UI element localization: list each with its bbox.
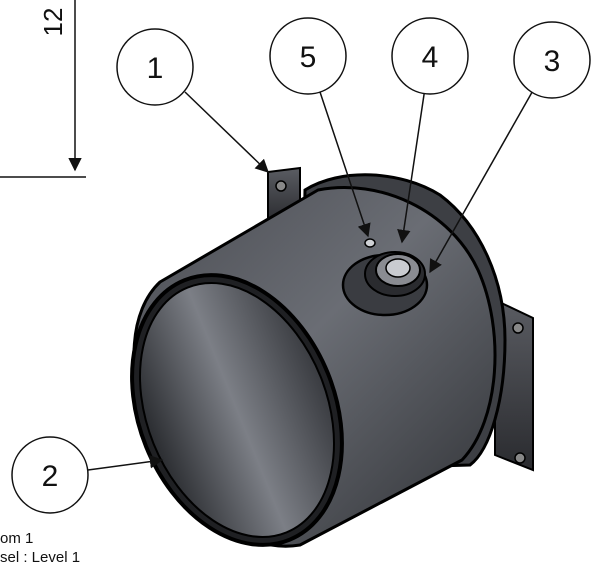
balloon-3-label: 3 bbox=[544, 45, 561, 78]
balloon-3: 3 bbox=[513, 21, 591, 99]
balloon-5: 5 bbox=[269, 17, 347, 95]
view-note-line-1: om 1 bbox=[0, 530, 33, 547]
dimension-line bbox=[0, 0, 86, 178]
balloon-1: 1 bbox=[116, 28, 194, 106]
dimension-value: 12 bbox=[38, 8, 68, 37]
balloon-2-label: 2 bbox=[42, 460, 59, 493]
leader-lines bbox=[87, 86, 536, 471]
balloon-1-label: 1 bbox=[147, 52, 164, 85]
balloon-5-label: 5 bbox=[300, 41, 317, 74]
balloon-4: 4 bbox=[391, 17, 469, 95]
fitting-assembly bbox=[341, 238, 429, 317]
balloon-2: 2 bbox=[11, 436, 89, 514]
cylinder-opening-inner bbox=[139, 282, 335, 538]
balloon-4-label: 4 bbox=[422, 41, 439, 74]
view-note-line-2: sel : Level 1 bbox=[0, 549, 80, 563]
